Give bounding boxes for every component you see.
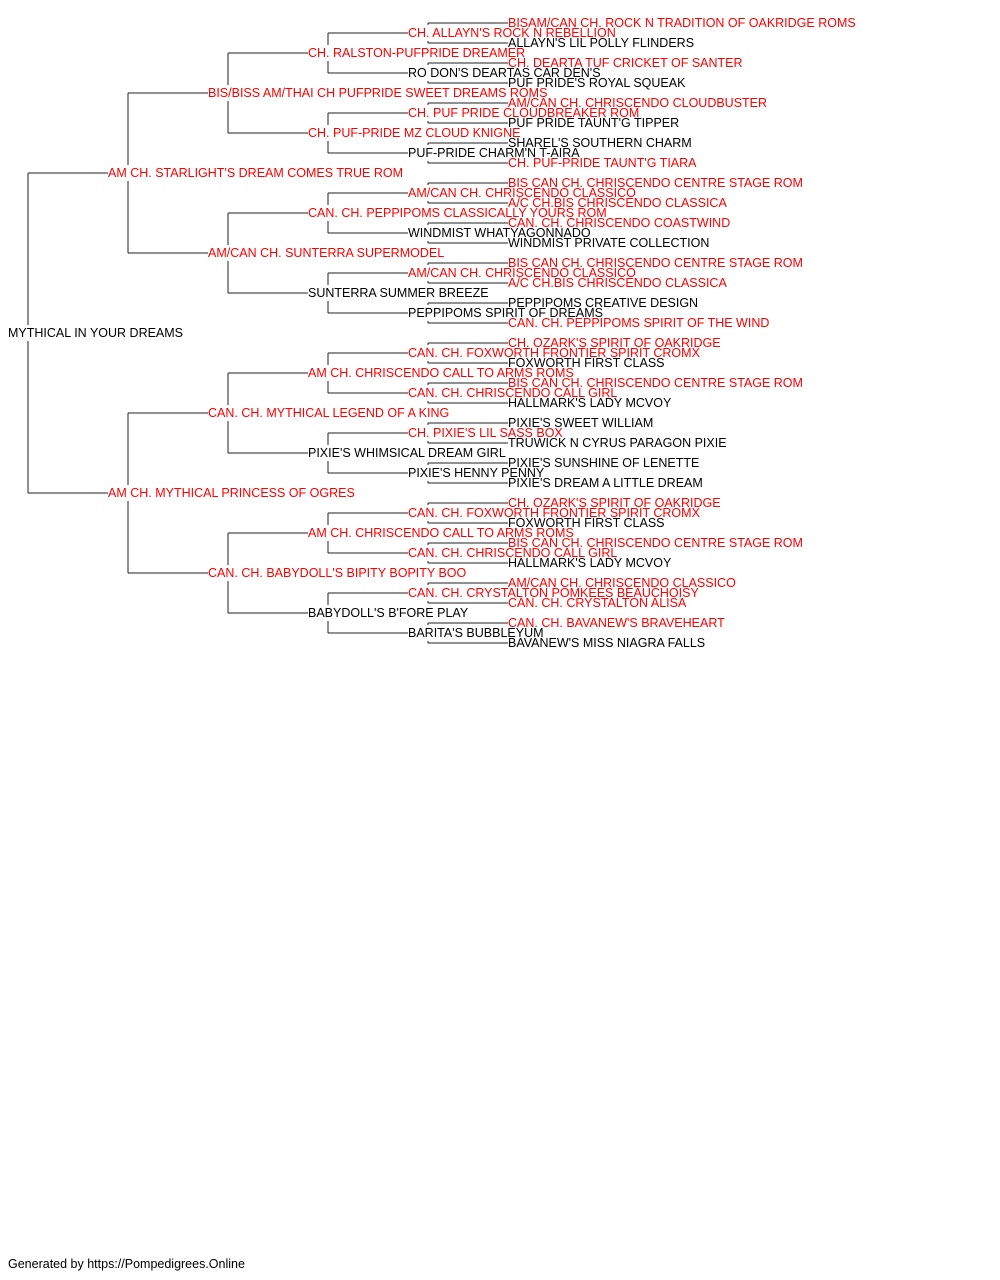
generated-by-footer: Generated by https://Pompedigrees.Online (8, 1257, 245, 1271)
ancestor-name-gen2: AM/CAN CH. SUNTERRA SUPERMODEL (208, 246, 445, 260)
ancestor-name-gen4: CAN. CH. CHRISCENDO CALL GIRL (408, 546, 618, 560)
ancestor-name-gen4: AM/CAN CH. CHRISCENDO CLASSICO (408, 186, 636, 200)
ancestor-name-gen4: CH. ALLAYN'S ROCK N REBELLION (408, 26, 616, 40)
ancestor-name-gen5: HALLMARK'S LADY MCVOY (508, 396, 672, 410)
ancestor-name-gen3: CH. PUF-PRIDE MZ CLOUD KNIGNE (308, 126, 521, 140)
ancestor-name-gen5: PEPPIPOMS CREATIVE DESIGN (508, 296, 699, 310)
ancestor-name-gen4: WINDMIST WHATYAGONNADO (408, 226, 591, 240)
ancestor-name-gen3: BABYDOLL'S B'FORE PLAY (308, 606, 469, 620)
ancestor-name-gen4: PIXIE'S HENNY PENNY (408, 466, 545, 480)
ancestor-name-gen5: FOXWORTH FIRST CLASS (508, 356, 665, 370)
ancestor-name-gen3: CAN. CH. PEPPIPOMS CLASSICALLY YOURS ROM (308, 206, 607, 220)
ancestor-name-gen5: BAVANEW'S MISS NIAGRA FALLS (508, 636, 706, 650)
ancestor-name-gen2: CAN. CH. MYTHICAL LEGEND OF A KING (208, 406, 450, 420)
ancestor-name-gen5: AM/CAN CH. CHRISCENDO CLOUDBUSTER (508, 96, 768, 110)
ancestor-name-gen5: BISAM/CAN CH. ROCK N TRADITION OF OAKRID… (508, 16, 856, 30)
ancestor-name-gen3: CH. RALSTON-PUFPRIDE DREAMER (308, 46, 526, 60)
ancestor-name-gen5: BIS CAN CH. CHRISCENDO CENTRE STAGE ROM (508, 536, 803, 550)
ancestor-name-gen5: A/C CH.BIS CHRISCENDO CLASSICA (508, 276, 727, 290)
ancestor-name-gen5: CH. PUF-PRIDE TAUNT'G TIARA (508, 156, 697, 170)
ancestor-name-gen5: PUF PRIDE'S ROYAL SQUEAK (508, 76, 686, 90)
ancestor-name-gen3: SUNTERRA SUMMER BREEZE (308, 286, 489, 300)
ancestor-name-gen5: HALLMARK'S LADY MCVOY (508, 556, 672, 570)
ancestor-name-gen5: BIS CAN CH. CHRISCENDO CENTRE STAGE ROM (508, 376, 803, 390)
ancestor-name-gen5: CH. OZARK'S SPIRIT OF OAKRIDGE (508, 336, 721, 350)
ancestor-name-gen1: AM CH. STARLIGHT'S DREAM COMES TRUE ROM (108, 166, 404, 180)
ancestor-name-gen5: SHAREL'S SOUTHERN CHARM (508, 136, 692, 150)
ancestor-name-gen5: PIXIE'S DREAM A LITTLE DREAM (508, 476, 703, 490)
ancestor-name-gen4: CH. PUF PRIDE CLOUDBREAKER ROM (408, 106, 640, 120)
ancestor-name-gen5: WINDMIST PRIVATE COLLECTION (508, 236, 710, 250)
ancestor-name-gen5: FOXWORTH FIRST CLASS (508, 516, 665, 530)
ancestor-name-gen4: CAN. CH. CHRISCENDO CALL GIRL (408, 386, 618, 400)
ancestor-name-gen5: PIXIE'S SUNSHINE OF LENETTE (508, 456, 700, 470)
ancestor-name-gen5: CAN. CH. CRYSTALTON ALISA (508, 596, 687, 610)
ancestor-name-gen2: CAN. CH. BABYDOLL'S BIPITY BOPITY BOO (208, 566, 467, 580)
ancestor-name-gen5: CAN. CH. CHRISCENDO COASTWIND (508, 216, 731, 230)
ancestor-name-gen5: CH. OZARK'S SPIRIT OF OAKRIDGE (508, 496, 721, 510)
ancestor-name-gen4: CH. PIXIE'S LIL SASS BOX (408, 426, 563, 440)
ancestor-name-gen5: CAN. CH. PEPPIPOMS SPIRIT OF THE WIND (508, 316, 770, 330)
ancestor-name-gen3: AM CH. CHRISCENDO CALL TO ARMS ROMS (308, 366, 574, 380)
ancestor-name-gen5: BIS CAN CH. CHRISCENDO CENTRE STAGE ROM (508, 256, 803, 270)
ancestor-name-gen5: TRUWICK N CYRUS PARAGON PIXIE (508, 436, 727, 450)
ancestor-name-gen5: PIXIE'S SWEET WILLIAM (508, 416, 654, 430)
ancestor-name-gen4: CAN. CH. FOXWORTH FRONTIER SPIRIT CROMX (408, 506, 700, 520)
ancestor-name-gen3: PIXIE'S WHIMSICAL DREAM GIRL (308, 446, 506, 460)
ancestor-name-gen4: CAN. CH. CRYSTALTON POMKEES BEAUCHOISY (408, 586, 699, 600)
ancestor-name-gen4: PUF-PRIDE CHARM'N T-AIRA (408, 146, 580, 160)
ancestor-name-gen2: BIS/BISS AM/THAI CH PUFPRIDE SWEET DREAM… (208, 86, 548, 100)
subject-dog-name: MYTHICAL IN YOUR DREAMS (8, 326, 184, 340)
ancestor-name-gen4: BARITA'S BUBBLEYUM (408, 626, 544, 640)
ancestor-name-gen1: AM CH. MYTHICAL PRINCESS OF OGRES (108, 486, 355, 500)
ancestor-name-gen5: AM/CAN CH. CHRISCENDO CLASSICO (508, 576, 736, 590)
ancestor-name-gen5: A/C CH.BIS CHRISCENDO CLASSICA (508, 196, 727, 210)
ancestor-name-gen4: AM/CAN CH. CHRISCENDO CLASSICO (408, 266, 636, 280)
ancestor-name-gen5: PUF PRIDE TAUNT'G TIPPER (508, 116, 680, 130)
ancestor-name-gen4: CAN. CH. FOXWORTH FRONTIER SPIRIT CROMX (408, 346, 700, 360)
ancestor-name-gen4: PEPPIPOMS SPIRIT OF DREAMS (408, 306, 603, 320)
ancestor-name-gen5: CH. DEARTA TUF CRICKET OF SANTER (508, 56, 743, 70)
ancestor-name-gen5: CAN. CH. BAVANEW'S BRAVEHEART (508, 616, 725, 630)
ancestor-name-gen5: BIS CAN CH. CHRISCENDO CENTRE STAGE ROM (508, 176, 803, 190)
ancestor-name-gen5: ALLAYN'S LIL POLLY FLINDERS (508, 36, 695, 50)
ancestor-name-gen4: RO DON'S DEARTAS CAR DEN'S (408, 66, 601, 80)
ancestor-name-gen3: AM CH. CHRISCENDO CALL TO ARMS ROMS (308, 526, 574, 540)
